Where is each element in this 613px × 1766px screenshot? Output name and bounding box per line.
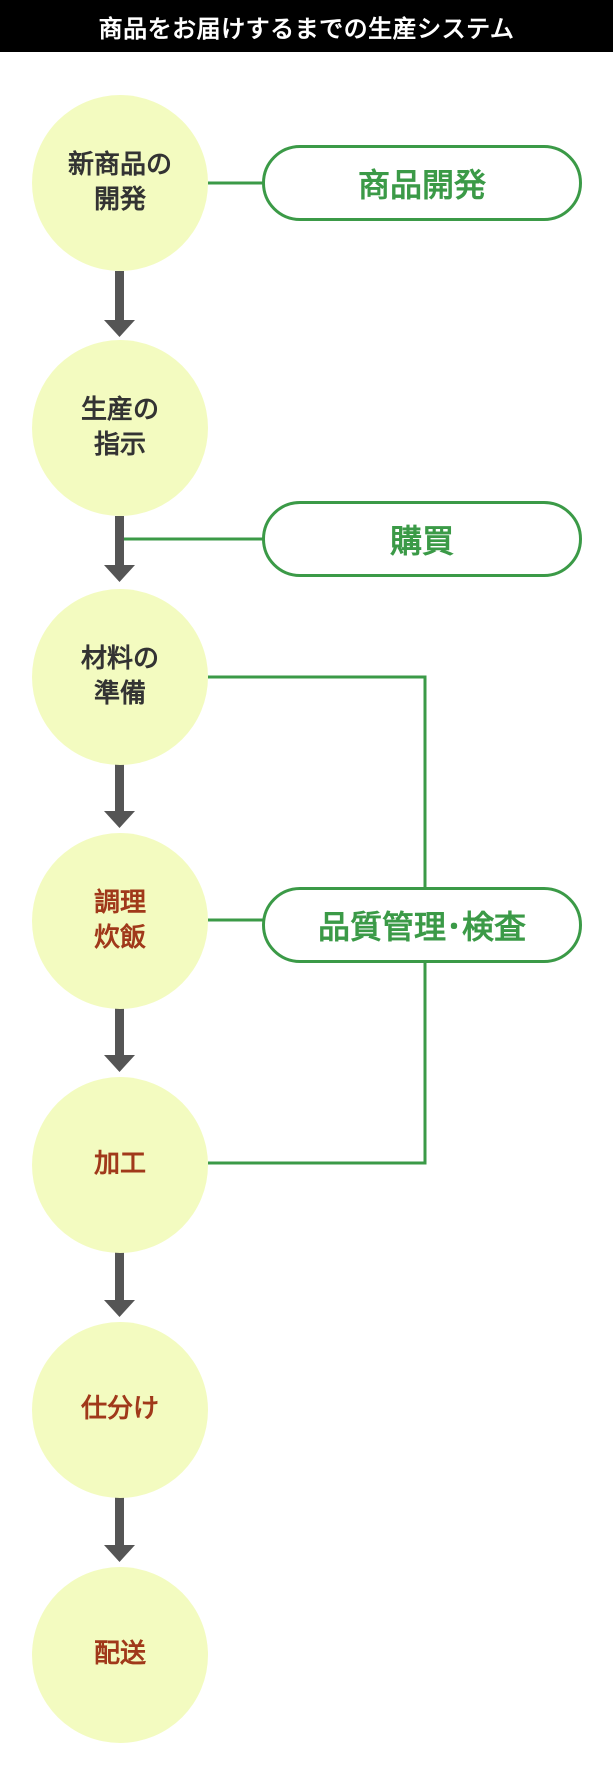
step-production-instruction: 生産の 指示 (32, 340, 208, 516)
arrow-down-icon (104, 1496, 135, 1562)
arrow-down-icon (104, 762, 135, 828)
step-label: 新商品の (67, 149, 172, 180)
arrow-down-icon (104, 1251, 135, 1317)
step-sorting: 仕分け (32, 1322, 208, 1498)
step-label: 材料の (80, 643, 159, 674)
step-label: 指示 (93, 430, 146, 460)
step-cooking: 調理 炊飯 (32, 833, 208, 1009)
arrow-down-icon (104, 271, 135, 337)
department-purchasing: 購買 (262, 501, 582, 577)
step-label: 準備 (93, 679, 146, 709)
step-label: 生産の (80, 394, 159, 425)
connector-quality-top (208, 675, 427, 888)
step-label: 調理 (93, 887, 146, 918)
arrow-down-icon (104, 1006, 135, 1072)
department-product-development: 商品開発 (262, 145, 582, 221)
step-label: 加工 (93, 1149, 146, 1180)
step-material-preparation: 材料の 準備 (32, 589, 208, 765)
step-delivery: 配送 (32, 1567, 208, 1743)
step-label: 開発 (93, 185, 146, 215)
step-label: 仕分け (80, 1394, 159, 1425)
step-label: 配送 (93, 1639, 146, 1670)
step-new-product-development: 新商品の 開発 (32, 95, 208, 271)
step-label: 炊飯 (93, 923, 146, 953)
arrow-down-icon (104, 516, 135, 582)
department-quality-control: 品質管理･検査 (262, 887, 582, 963)
step-processing: 加工 (32, 1077, 208, 1253)
connector-quality-bottom (208, 962, 427, 1165)
page-title: 商品をお届けするまでの生産システム (0, 0, 613, 52)
